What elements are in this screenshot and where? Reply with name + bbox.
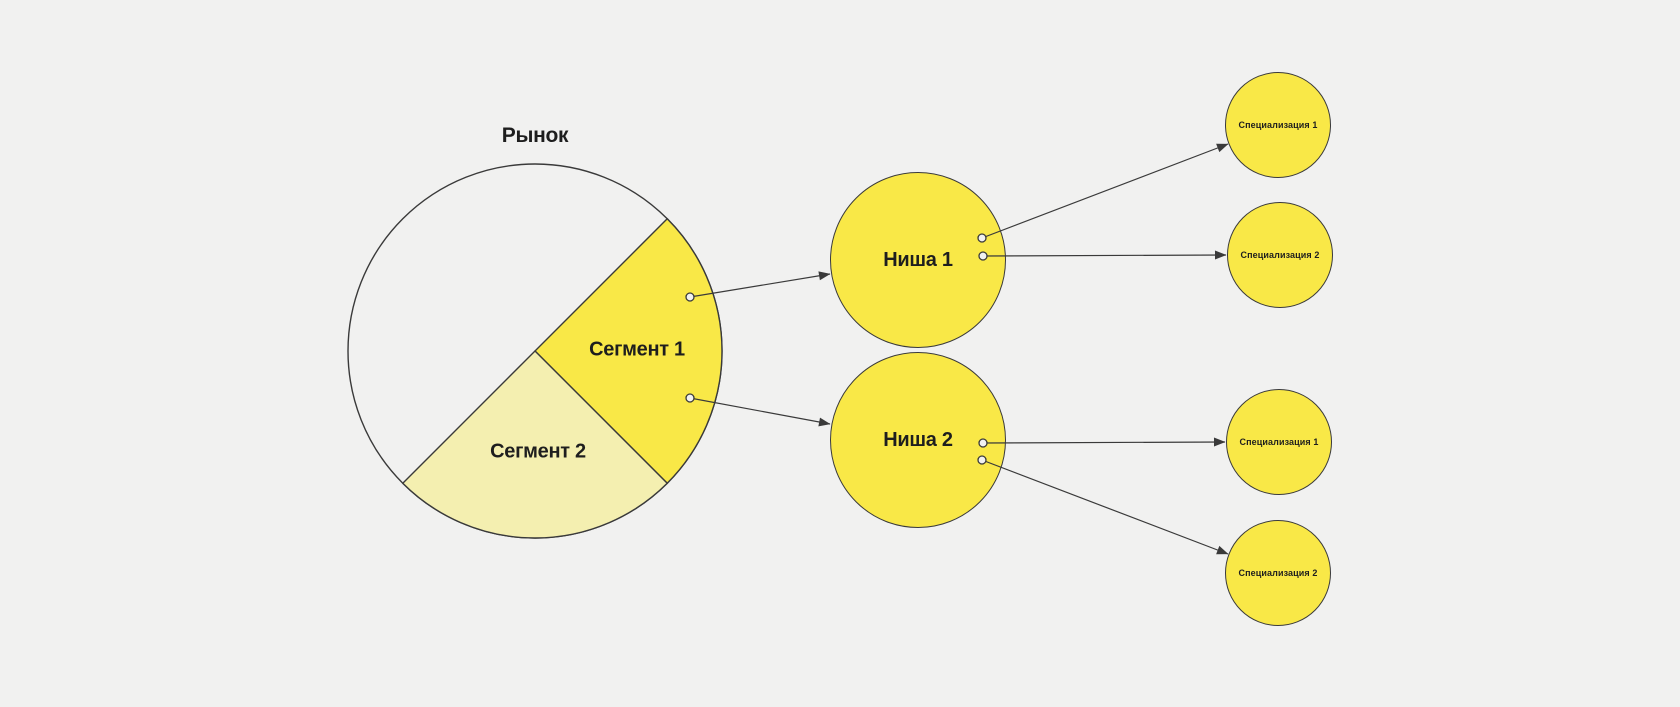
specialization-2b-label: Специализация 2 [1238,568,1318,578]
connector-niche1-to-spec1[interactable] [981,143,1229,239]
connector-origin-dot-segment1-to-niche2[interactable] [685,393,695,403]
node-specialization-1b[interactable]: Специализация 2 [1227,202,1333,308]
connector-segment1-to-niche1[interactable] [689,271,831,298]
node-specialization-2b[interactable]: Специализация 2 [1225,520,1331,626]
segment-2-label[interactable]: Сегмент 2 [490,440,586,463]
connector-origin-dot-segment1-to-niche1[interactable] [685,292,695,302]
specialization-1b-label: Специализация 2 [1240,250,1320,260]
connector-niche2-to-spec2[interactable] [981,459,1229,555]
pie-title[interactable]: Рынок [501,124,569,147]
connector-niche2-to-spec1[interactable] [982,437,1226,447]
specialization-2a-label: Специализация 1 [1239,437,1319,447]
segment-1-label[interactable]: Сегмент 1 [589,338,685,361]
node-niche-1[interactable]: Ниша 1 [830,172,1006,348]
specialization-1a-label: Специализация 1 [1238,120,1318,130]
niche-1-label: Ниша 1 [883,248,953,271]
node-specialization-1a[interactable]: Специализация 1 [1225,72,1331,178]
node-niche-2[interactable]: Ниша 2 [830,352,1006,528]
niche-2-label: Ниша 2 [883,428,953,451]
connector-niche1-to-spec2[interactable] [982,250,1227,260]
connector-segment1-to-niche2[interactable] [689,397,831,427]
node-specialization-2a[interactable]: Специализация 1 [1226,389,1332,495]
